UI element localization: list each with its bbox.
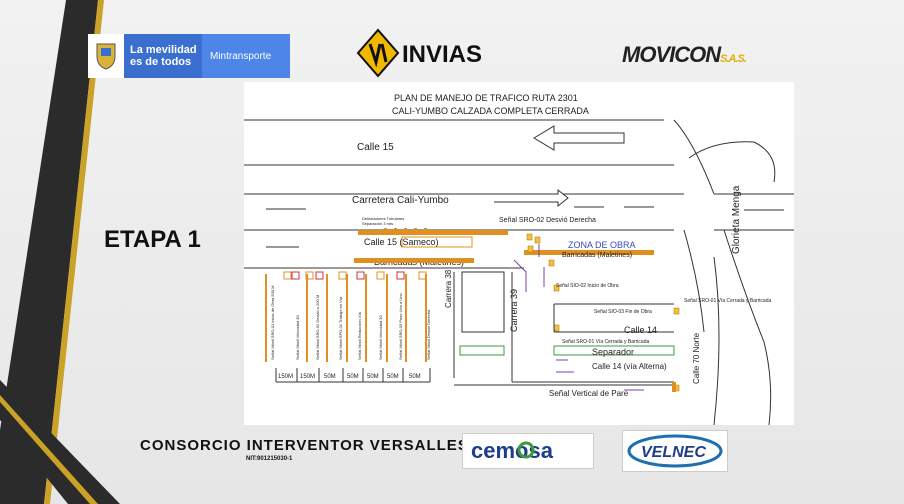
glorieta-lines bbox=[673, 119, 776, 426]
svg-text:cemosa: cemosa bbox=[471, 438, 554, 463]
map-title-1: PLAN DE MANEJO DE TRAFICO RUTA 2301 bbox=[394, 93, 578, 103]
velnec-logo: VELNEC bbox=[622, 430, 728, 472]
svg-text:50M: 50M bbox=[324, 374, 336, 380]
stop-sign bbox=[672, 382, 676, 392]
shield-icon bbox=[88, 34, 124, 78]
svg-text:Señal Móvil Desvió Derecha: Señal Móvil Desvió Derecha bbox=[426, 309, 431, 360]
left-arrow-icon bbox=[533, 125, 625, 151]
label-calle15-sameco: Calle 15 (Sameco) bbox=[364, 237, 439, 247]
svg-text:Señal Móvil SRO-01 Inicio de O: Señal Móvil SRO-01 Inicio de Obra 500 M bbox=[270, 286, 275, 360]
delineator-dots bbox=[384, 228, 427, 231]
traffic-plan-map: PLAN DE MANEJO DE TRAFICO RUTA 2301 CALI… bbox=[244, 82, 794, 426]
label-carrera39: Carrera 39 bbox=[509, 289, 519, 332]
map-title-2: CALI-YUMBO CALZADA COMPLETA CERRADA bbox=[392, 106, 589, 116]
distance-scale: 150M 150M 50M 50M 50M 50M 50M bbox=[275, 368, 431, 383]
svg-text:150M: 150M bbox=[278, 374, 293, 380]
svg-text:Señal Móvil Reducción Vía: Señal Móvil Reducción Vía bbox=[357, 311, 362, 360]
vertical-signs: Señal Móvil SRO-01 Inicio de Obra 500 M … bbox=[265, 271, 431, 362]
label-sio02: Señal SIO-02 Inicio de Obra bbox=[556, 283, 619, 289]
work-zone-signs bbox=[526, 233, 680, 392]
barricade-block bbox=[401, 236, 473, 248]
svg-text:Señal Móvil SPO-01 Trabajo en: Señal Móvil SPO-01 Trabajo en Vía bbox=[338, 296, 343, 360]
svg-text:Señal Móvil SRO-02 Desvió a 20: Señal Móvil SRO-02 Desvió a 200 M bbox=[315, 295, 320, 360]
label-calle70: Calle 70 Norte bbox=[692, 332, 701, 384]
label-calle14: Calle 14 bbox=[624, 325, 657, 335]
label-separacion: Separación 3 mts bbox=[362, 221, 393, 226]
label-carrera38: Carrera 38 bbox=[444, 269, 453, 308]
svg-text:50M: 50M bbox=[347, 374, 359, 380]
svg-text:50M: 50M bbox=[387, 374, 399, 380]
label-carretera: Carretera Cali-Yumbo bbox=[352, 195, 449, 206]
barricade-line bbox=[354, 258, 474, 263]
svg-text:VELNEC: VELNEC bbox=[641, 444, 706, 461]
label-sro01-right: Señal SRO-01 Vía Cerrada y Barricada bbox=[684, 298, 771, 304]
svg-text:INVIAS: INVIAS bbox=[402, 41, 482, 68]
invias-logo: INVIAS bbox=[356, 28, 482, 78]
label-calle14-alterna: Calle 14 (vía Alterna) bbox=[592, 362, 667, 371]
svg-text:50M: 50M bbox=[409, 374, 421, 380]
label-sio03: Señal SIO-03 Fin de Obra bbox=[594, 309, 652, 315]
svg-text:Señal Móvil Velocidad 30: Señal Móvil Velocidad 30 bbox=[378, 315, 383, 360]
svg-text:150M: 150M bbox=[300, 374, 315, 380]
label-zona-obra: ZONA DE OBRA bbox=[568, 240, 636, 250]
separator-block-left bbox=[459, 345, 505, 356]
consorcio-name: CONSORCIO INTERVENTOR VERSALLES bbox=[140, 437, 469, 454]
right-arrow-icon bbox=[494, 188, 569, 208]
detour-arrows bbox=[513, 244, 644, 391]
tubular-delineators bbox=[358, 230, 508, 235]
svg-text:50M: 50M bbox=[367, 374, 379, 380]
label-senal-pare: Señal Vertical de Pare bbox=[549, 389, 629, 398]
separator-block bbox=[553, 345, 675, 356]
lane-dashes bbox=[266, 206, 784, 248]
label-calle15: Calle 15 bbox=[357, 142, 394, 153]
svg-text:Señal Móvil Velocidad 30: Señal Móvil Velocidad 30 bbox=[295, 315, 300, 360]
label-senal-sro02: Señal SRO-02 Desvió Derecha bbox=[499, 217, 596, 224]
label-sro01-bottom: Señal SRO-01 Vía Cerrada y Barricada bbox=[562, 339, 649, 345]
cemosa-logo: cemosa bbox=[462, 433, 594, 469]
side-streets bbox=[453, 267, 674, 386]
label-separador: Separador bbox=[592, 347, 634, 357]
ministry-name: Mintransporte bbox=[202, 34, 290, 78]
label-delineadores: Delineadores Tubulares bbox=[362, 216, 404, 221]
stage-title: ETAPA 1 bbox=[104, 226, 201, 253]
label-glorieta: Glorieta Menga bbox=[731, 185, 742, 254]
movicon-logo: MOVICONS.A.S. bbox=[622, 42, 747, 67]
zone-barricade bbox=[524, 250, 654, 255]
svg-text:Señal Móvil SRO-03 Paso Uno a: Señal Móvil SRO-03 Paso Uno a Uno bbox=[398, 293, 403, 360]
consorcio-nit: NIT:901215030-1 bbox=[246, 456, 293, 462]
label-barricadas-2: Barricadas (Maletines) bbox=[562, 252, 632, 259]
